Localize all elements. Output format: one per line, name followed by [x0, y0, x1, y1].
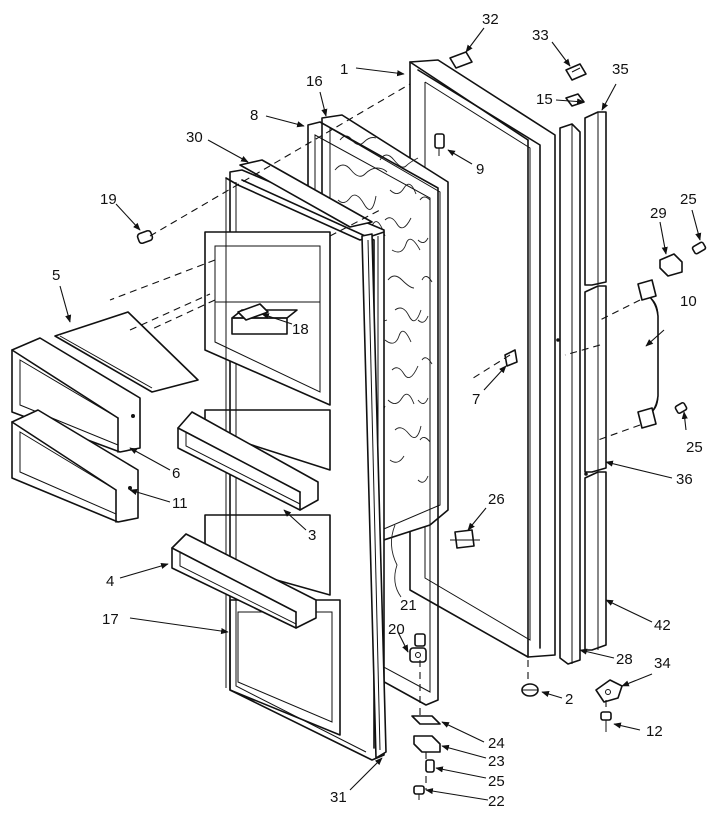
screw-25-mid	[674, 401, 688, 415]
callout-42: 42	[654, 617, 671, 634]
plug-9	[434, 133, 445, 156]
handle-trim-42	[584, 471, 607, 651]
callout-25-mid: 25	[686, 439, 703, 456]
assembly-guide-lines	[109, 83, 641, 790]
callout-28: 28	[616, 651, 633, 668]
clip-33	[565, 63, 587, 81]
callout-29: 29	[650, 205, 667, 222]
top-trim-30	[239, 159, 373, 228]
callout-26: 26	[488, 491, 505, 508]
stud-19	[136, 229, 154, 245]
callout-3: 3	[308, 527, 316, 544]
hinge-23	[413, 735, 441, 753]
bracket-29	[659, 253, 683, 277]
screw-12	[600, 711, 612, 732]
screw-25-bottom	[425, 759, 435, 773]
callout-15: 15	[536, 91, 553, 108]
bracket-18	[237, 303, 269, 321]
callout-36: 36	[676, 471, 693, 488]
screw-25-top	[691, 241, 707, 255]
bin-11	[11, 409, 139, 523]
clip-15	[565, 93, 585, 107]
handle-trim-35	[584, 111, 607, 286]
callout-4: 4	[106, 573, 114, 590]
callout-8: 8	[250, 107, 258, 124]
hinge-34	[595, 679, 623, 703]
leader-lines	[59, 27, 702, 801]
callout-5: 5	[52, 267, 60, 284]
callout-22: 22	[488, 793, 505, 810]
callout-2: 2	[565, 691, 573, 708]
callout-25-bottom: 25	[488, 773, 505, 790]
hinge-cap-2	[521, 683, 539, 697]
shelf-cover-5	[54, 311, 199, 393]
callout-35: 35	[612, 61, 629, 78]
callout-33: 33	[532, 27, 549, 44]
callout-1: 1	[340, 61, 348, 78]
callout-31: 31	[330, 789, 347, 806]
callout-17: 17	[102, 611, 119, 628]
callout-34: 34	[654, 655, 671, 672]
callout-19: 19	[100, 191, 117, 208]
callout-11: 11	[172, 495, 188, 512]
callout-16: 16	[306, 73, 323, 90]
clip-20	[409, 647, 427, 663]
callout-23: 23	[488, 753, 505, 770]
hinge-24	[411, 715, 441, 725]
callout-6: 6	[172, 465, 180, 482]
callout-10: 10	[680, 293, 697, 310]
callout-30: 30	[186, 129, 203, 146]
clip-21	[414, 633, 426, 647]
clip-7	[504, 349, 518, 367]
callout-12: 12	[646, 723, 663, 740]
callout-labels: 1 2 3 4 5 6 7 8 9 10 11 12 15 16 17 18 1…	[52, 11, 703, 810]
screw-22	[413, 785, 425, 800]
callout-18: 18	[292, 321, 309, 338]
badge-32	[449, 51, 473, 69]
door-handle-10	[637, 279, 659, 429]
handle-trim-36	[584, 285, 607, 473]
bracket-26	[450, 529, 480, 549]
door-shelf-3	[177, 411, 319, 511]
callout-32: 32	[482, 11, 499, 28]
callout-25-top: 25	[680, 191, 697, 208]
door-shelf-4	[171, 533, 317, 629]
callout-9: 9	[476, 161, 484, 178]
callout-7: 7	[472, 391, 480, 408]
callout-21: 21	[400, 597, 417, 614]
callout-24: 24	[488, 735, 505, 752]
trim-strip-31	[361, 233, 387, 759]
callout-20: 20	[388, 621, 405, 638]
door-channel-28	[559, 123, 581, 665]
